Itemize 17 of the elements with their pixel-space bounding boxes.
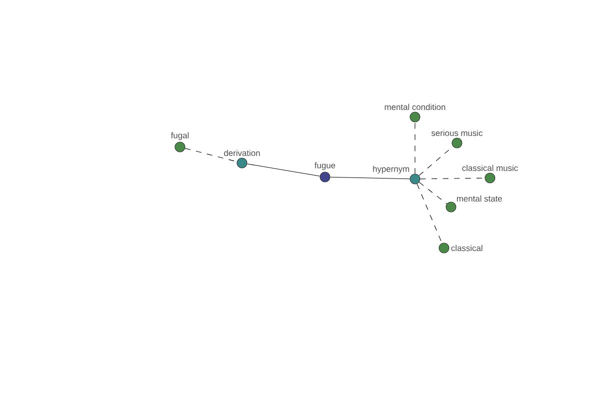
node-label: serious music bbox=[431, 130, 483, 136]
node-label: mental state bbox=[456, 195, 502, 202]
connector-line bbox=[246, 164, 320, 176]
node-label: mental condition bbox=[384, 104, 446, 110]
dashed-line bbox=[420, 178, 485, 180]
node-label: fugal bbox=[170, 132, 189, 140]
node-label: classical bbox=[451, 244, 482, 252]
dashed-line bbox=[418, 182, 448, 204]
connector-line bbox=[330, 176, 410, 180]
dashed-line bbox=[184, 148, 238, 162]
node-label: hypernym bbox=[373, 166, 410, 174]
dashed-line bbox=[414, 122, 416, 174]
node-label: derivation bbox=[224, 150, 260, 156]
node-label: fugue bbox=[314, 162, 336, 170]
dashed-line bbox=[416, 184, 442, 244]
dashed-line bbox=[418, 146, 454, 176]
node-label: classical music bbox=[462, 164, 518, 172]
